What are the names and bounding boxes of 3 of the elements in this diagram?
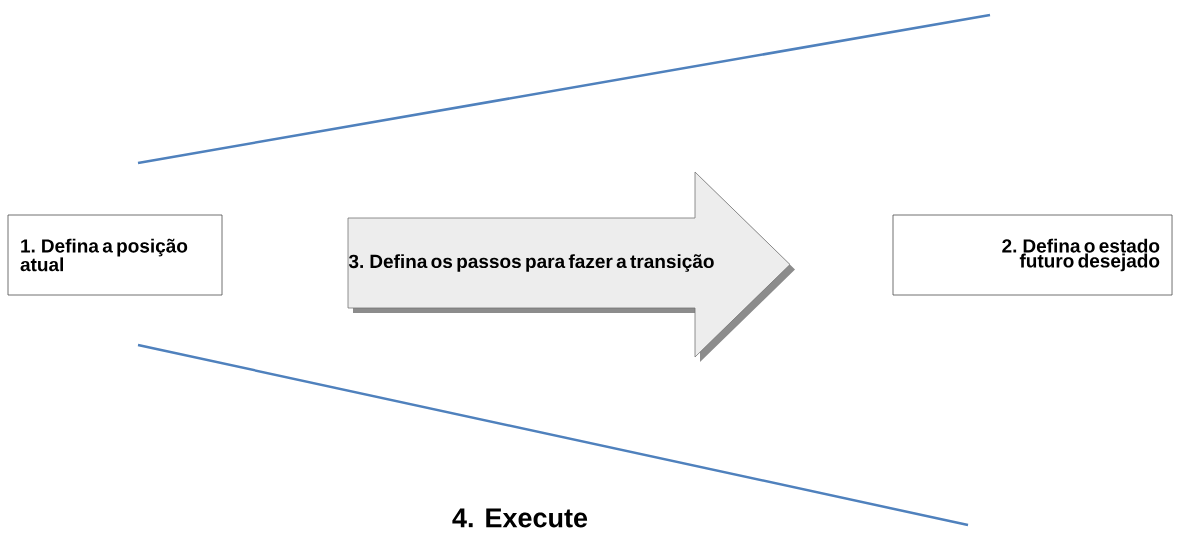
text-box: 2. Defina o estado futuro desejado: [892, 214, 1173, 296]
text-box: 1. Defina a posição atual: [7, 214, 223, 296]
step-label: 4. Execute: [452, 508, 588, 528]
